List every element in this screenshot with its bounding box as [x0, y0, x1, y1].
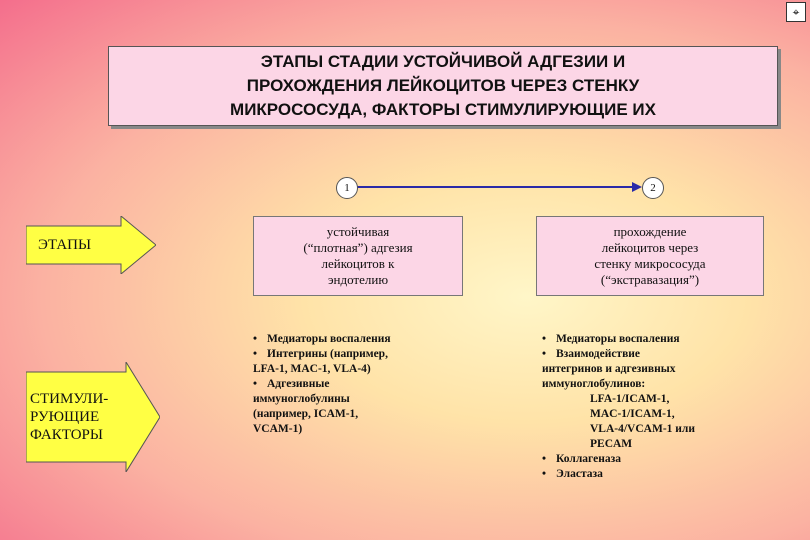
navigation-icon[interactable]: ⌖ — [786, 2, 806, 22]
page-title: ЭТАПЫ СТАДИИ УСТОЙЧИВОЙ АДГЕЗИИ И ПРОХОЖ… — [230, 52, 656, 119]
stages-label: ЭТАПЫ — [38, 237, 92, 253]
factors-arrow: СТИМУЛИ- РУЮЩИЕ ФАКТОРЫ — [26, 362, 160, 472]
title-box: ЭТАПЫ СТАДИИ УСТОЙЧИВОЙ АДГЕЗИИ И ПРОХОЖ… — [108, 46, 778, 126]
stage1-box: устойчивая (“плотная”) адгезия лейкоцито… — [253, 216, 463, 296]
stage2-factor-3: Коллагеназа — [556, 453, 621, 465]
bullet-icon: • — [542, 453, 547, 465]
stage2-factor-2-list: LFA-1/ICAM-1, MAC-1/ICAM-1, VLA-4/VCAM-1… — [590, 393, 695, 450]
stage1-factor-1: Медиаторы воспаления — [267, 333, 391, 345]
stage2-factor-2: Взаимодействие — [556, 348, 641, 360]
stage-number-1: 1 — [336, 177, 358, 199]
stage2-factor-4: Эластаза — [556, 468, 603, 480]
bullet-icon: • — [253, 333, 258, 345]
bullet-icon: • — [542, 333, 547, 345]
stage1-factor-3: Адгезивные — [267, 378, 330, 390]
stage1-factor-2-cont: LFA-1, MAC-1, VLA-4) — [253, 363, 371, 375]
bullet-icon: • — [253, 378, 258, 390]
stage2-factors: • Медиаторы воспаления • Взаимодействие ин… — [542, 332, 752, 482]
bullet-icon: • — [253, 348, 258, 360]
stages-arrow: ЭТАПЫ — [26, 216, 156, 274]
stage2-factor-2-cont: интегринов и адгезивных иммуноглобулинов… — [542, 363, 676, 390]
stage2-box: прохождение лейкоцитов через стенку микр… — [536, 216, 764, 296]
bullet-icon: • — [542, 468, 547, 480]
bullet-icon: • — [542, 348, 547, 360]
stage-number-2: 2 — [642, 177, 664, 199]
stage2-factor-1: Медиаторы воспаления — [556, 333, 680, 345]
stage1-factor-2: Интегрины (например, — [267, 348, 388, 360]
factors-label: СТИМУЛИ- РУЮЩИЕ ФАКТОРЫ — [30, 391, 109, 443]
stage1-factor-3-cont: иммуноглобулины (например, ICAM-1, VCAM-… — [253, 393, 359, 435]
stage1-factors: • Медиаторы воспаления • Интегрины (наприм… — [253, 332, 453, 437]
